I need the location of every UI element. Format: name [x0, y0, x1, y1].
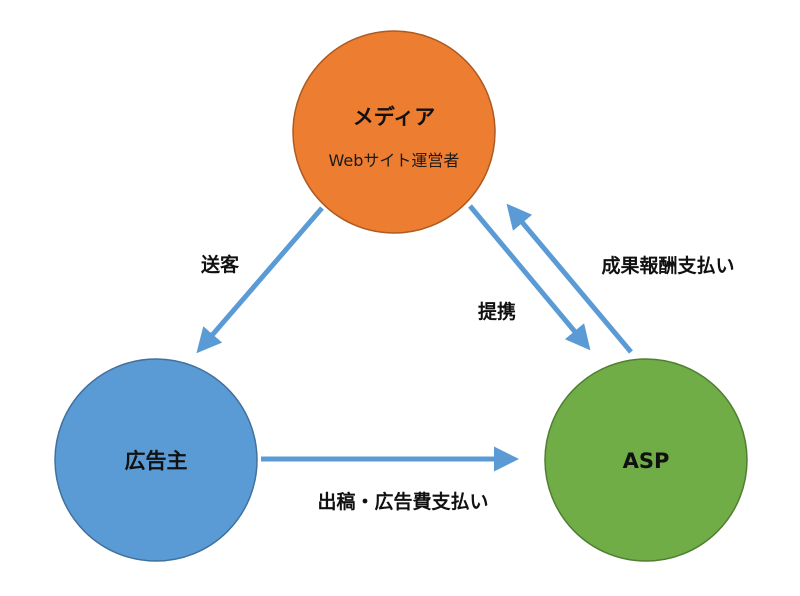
- node-advertiser-title: 広告主: [125, 449, 188, 473]
- node-media-circle: [292, 30, 496, 234]
- node-media-subtitle: Webサイト運営者: [329, 151, 460, 170]
- edge-label-media-to-asp: 提携: [478, 300, 516, 323]
- arrow-media-to-asp: [468, 204, 591, 351]
- edge-label-advertiser-to-asp: 出稿・広告費支払い: [317, 490, 488, 513]
- node-advertiser-circle: [54, 358, 258, 562]
- edge-label-media-to-advertiser: 送客: [201, 253, 240, 276]
- node-media: メディア Webサイト運営者: [292, 30, 496, 234]
- arrow-asp-to-media: [506, 203, 633, 354]
- edge-label-asp-to-media: 成果報酬支払い: [601, 254, 734, 277]
- arrow-media-to-advertiser: [196, 206, 324, 354]
- node-media-title: メディア: [353, 105, 436, 129]
- node-asp: ASP: [544, 358, 748, 562]
- node-asp-circle: [544, 358, 748, 562]
- node-asp-title: ASP: [623, 449, 670, 473]
- node-advertiser: 広告主: [54, 358, 258, 562]
